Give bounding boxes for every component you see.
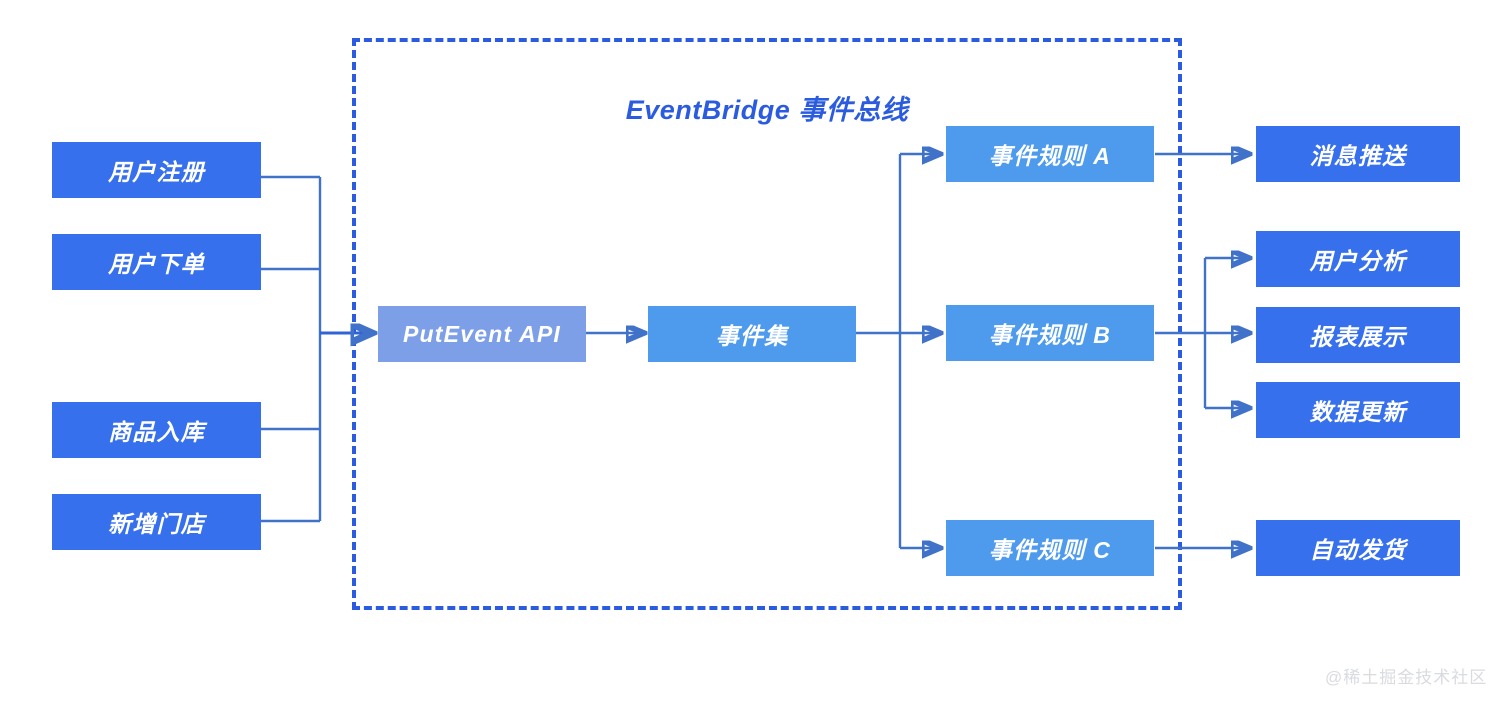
target-box-auto-ship[interactable]: 自动发货 (1256, 520, 1460, 576)
rule-box-c[interactable]: 事件规则 C (946, 520, 1154, 576)
pipeline-box-event-set[interactable]: 事件集 (648, 306, 856, 362)
watermark-label: @稀土掘金技术社区 (1325, 668, 1488, 687)
eventbridge-title: EventBridge 事件总线 (625, 95, 909, 125)
target-box-data-update[interactable]: 数据更新 (1256, 382, 1460, 438)
source-box-new-store[interactable]: 新增门店 (52, 494, 261, 550)
target-box-user-analysis[interactable]: 用户分析 (1256, 231, 1460, 287)
source-box-user-register[interactable]: 用户注册 (52, 142, 261, 198)
target-box-report-display[interactable]: 报表展示 (1256, 307, 1460, 363)
rule-box-b[interactable]: 事件规则 B (946, 305, 1154, 361)
target-box-message-push[interactable]: 消息推送 (1256, 126, 1460, 182)
source-box-user-order[interactable]: 用户下单 (52, 234, 261, 290)
pipeline-box-putevent-api[interactable]: PutEvent API (378, 306, 586, 362)
rule-box-a[interactable]: 事件规则 A (946, 126, 1154, 182)
source-box-goods-inbound[interactable]: 商品入库 (52, 402, 261, 458)
